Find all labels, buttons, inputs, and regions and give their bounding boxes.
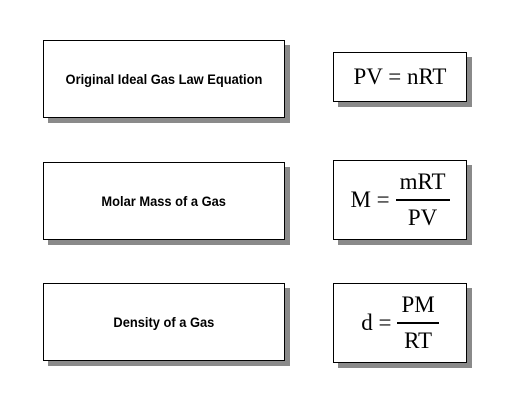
ideal-gas-law-equation-box: PV = nRT <box>333 52 467 102</box>
density-equation-lhs: d = <box>361 310 392 335</box>
molar-mass-denominator: PV <box>407 204 438 230</box>
ideal-gas-law-equation: PV = nRT <box>353 64 447 89</box>
molar-mass-equation-box: M = mRT PV <box>333 160 467 240</box>
density-numerator: PM <box>401 292 435 318</box>
density-label-box: Density of a Gas <box>43 283 285 361</box>
molar-mass-numerator: mRT <box>399 169 446 195</box>
molar-mass-fraction: mRT PV <box>395 168 450 232</box>
ideal-gas-law-label: Original Ideal Gas Law Equation <box>65 71 263 87</box>
density-denominator: RT <box>404 327 433 353</box>
density-equation-box: d = PM RT <box>333 283 467 363</box>
ideal-gas-law-label-box: Original Ideal Gas Law Equation <box>43 40 285 118</box>
molar-mass-equation-lhs: M = <box>350 187 390 212</box>
fraction-bar <box>397 322 439 324</box>
density-label: Density of a Gas <box>113 314 215 330</box>
fraction-bar <box>395 199 450 201</box>
molar-mass-label-box: Molar Mass of a Gas <box>43 162 285 240</box>
molar-mass-label: Molar Mass of a Gas <box>101 193 227 209</box>
density-fraction: PM RT <box>397 291 439 355</box>
